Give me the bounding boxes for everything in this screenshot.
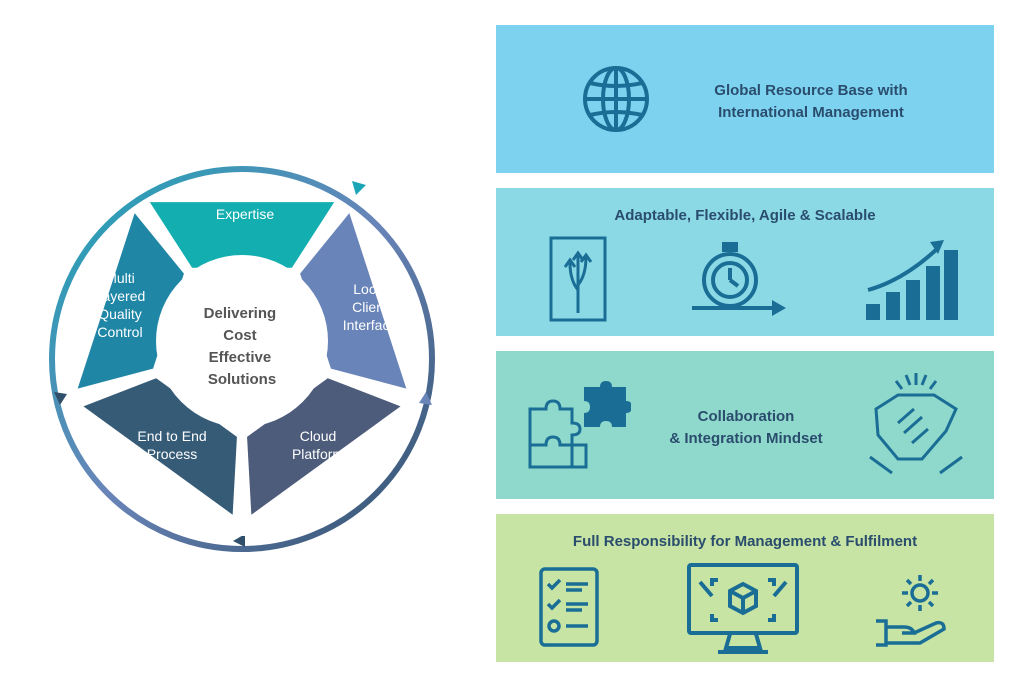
panel-collaboration: Collaboration& Integration Mindset <box>496 351 994 499</box>
ring-arrow <box>233 534 245 547</box>
panel-adaptable: Adaptable, Flexible, Agile & Scalable <box>496 188 994 336</box>
globe-icon <box>576 63 656 135</box>
wheel-segment <box>149 202 335 268</box>
hand-gear-icon <box>874 569 954 649</box>
panel-title: Adaptable, Flexible, Agile & Scalable <box>614 207 876 224</box>
outer-ring <box>49 166 435 552</box>
ring-arrow <box>419 392 432 405</box>
wheel-hub <box>156 255 328 427</box>
panel-title: Collaboration& Integration Mindset <box>669 408 823 447</box>
design-monitor-icon <box>686 562 800 656</box>
stopwatch-cycle-icon <box>686 240 788 322</box>
ring-arrow <box>352 181 366 195</box>
center-title: Delivering Cost Effective Solutions <box>204 305 281 388</box>
ring-arrow <box>54 392 67 405</box>
branching-arrows-icon <box>548 235 608 323</box>
growth-bar-chart-icon <box>864 238 960 322</box>
checklist-icon <box>538 566 600 648</box>
panel-full-responsibility: Full Responsibility for Management & Ful… <box>496 514 994 662</box>
handshake-icon <box>868 373 964 477</box>
panel-title: Full Responsibility for Management & Ful… <box>572 533 918 550</box>
puzzle-pieces-icon <box>526 379 631 471</box>
